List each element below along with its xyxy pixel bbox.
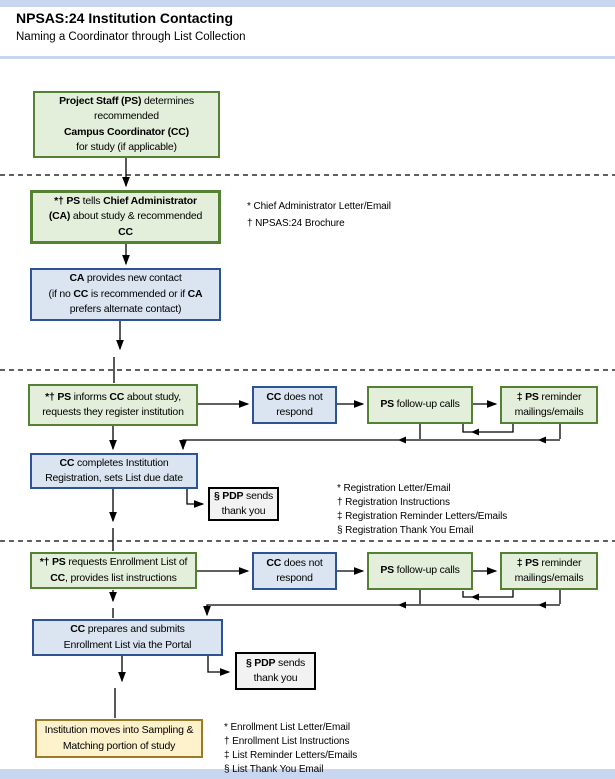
footnote-line: ‡ Registration Reminder Letters/Emails [337,511,508,522]
box-text-line: § PDP sends [213,489,274,502]
box-text-line: prefers alternate contact) [69,303,182,316]
box-text-line: PS follow-up calls [380,564,460,577]
box-text-line: *† PS informs CC about study, [45,390,181,403]
box-ps-reminders-2: ‡ PS reminder mailings/emails [500,552,598,590]
box-text-line: *† PS tells Chief Administrator [54,194,197,207]
footnote-line: § Registration Thank You Email [337,525,474,536]
box-text-line: thank you [221,505,266,517]
page-subtitle: Naming a Coordinator through List Collec… [16,31,246,43]
box-text-line: (if no CC is recommended or if CA [48,287,203,300]
box-text-line: PS follow-up calls [380,398,460,411]
box-ps-followup-calls-2: PS follow-up calls [367,552,473,590]
box-cc-no-response-1: CC does not respond [252,386,337,424]
box-text-line: CC prepares and submits [70,623,185,635]
box-text-line: Project Staff (PS) determines [59,94,194,107]
box-ps-determines-cc: Project Staff (PS) determines recommended… [33,91,220,158]
box-pdp-thankyou-2: § PDP sends thank you [235,652,316,690]
footnote-line: * Registration Letter/Email [337,483,451,494]
footnote-line: § List Thank You Email [224,764,324,775]
box-sampling-matching: Institution moves into Sampling & Matchin… [35,719,203,758]
box-text-line: Campus Coordinator (CC) [64,125,189,138]
box-text-line: mailings/emails [514,406,584,418]
box-text-line: CC does not [266,556,323,569]
footnotes-chief-administrator: * Chief Administrator Letter/Email † NPSA… [247,198,391,232]
box-text-line: CC [118,225,133,238]
box-pdp-thankyou-1: § PDP sends thank you [208,487,279,521]
box-text-line: (CA) about study & recommended [48,210,203,223]
merge-arrowheads [398,428,546,609]
footnote-line: † Enrollment List Instructions [224,736,350,747]
box-text-line: CC completes Institution [59,456,169,469]
box-text-line: CA provides new contact [69,272,182,285]
box-text-line: requests they register institution [42,406,184,418]
box-text-line: for study (if applicable) [76,141,177,153]
box-text-line: mailings/emails [514,572,584,584]
box-text-line: thank you [253,672,298,684]
footnote-line: ‡ List Reminder Letters/Emails [224,750,358,761]
page-bottom-band [0,769,615,779]
box-text-line: recommended [94,110,159,122]
box-ps-tells-ca: *† PS tells Chief Administrator (CA) abou… [30,190,221,244]
box-cc-no-response-2: CC does not respond [252,552,337,590]
page-top-band [0,0,615,7]
box-text-line: ‡ PS reminder [516,390,582,403]
flow-arrows [109,158,561,718]
footnotes-enrollment-list: * Enrollment List Letter/Email † Enrollme… [224,721,357,777]
footnote-line: † NPSAS:24 Brochure [247,218,345,229]
header-rule [0,56,615,59]
box-ps-reminders-1: ‡ PS reminder mailings/emails [500,386,598,424]
box-text-line: CC does not [266,390,323,403]
box-text-line: Registration, sets List due date [45,472,183,484]
box-ps-informs-cc: *† PS informs CC about study, requests th… [28,384,198,426]
footnote-line: * Enrollment List Letter/Email [224,722,350,733]
box-text-line: Matching portion of study [62,739,176,752]
box-text-line: *† PS requests Enrollment List of [39,556,188,568]
box-text-line: CC, provides list instructions [50,571,177,584]
box-ps-followup-calls-1: PS follow-up calls [367,386,473,424]
page-title: NPSAS:24 Institution Contacting [16,10,233,26]
box-text-line: Enrollment List via the Portal [63,638,192,651]
box-ca-provides-contact: CA provides new contact (if no CC is reco… [30,268,221,321]
box-text-line: Institution moves into Sampling & [44,724,194,736]
footnote-line: † Registration Instructions [337,497,450,508]
box-text-line: § PDP sends [245,656,306,669]
box-ps-requests-list: *† PS requests Enrollment List of CC, pro… [30,552,197,589]
box-text-line: respond [276,572,313,584]
box-text-line: ‡ PS reminder [516,556,582,569]
footnotes-registration: * Registration Letter/Email † Registratio… [337,482,507,538]
footnote-line: * Chief Administrator Letter/Email [247,201,391,212]
box-text-line: respond [276,406,313,418]
